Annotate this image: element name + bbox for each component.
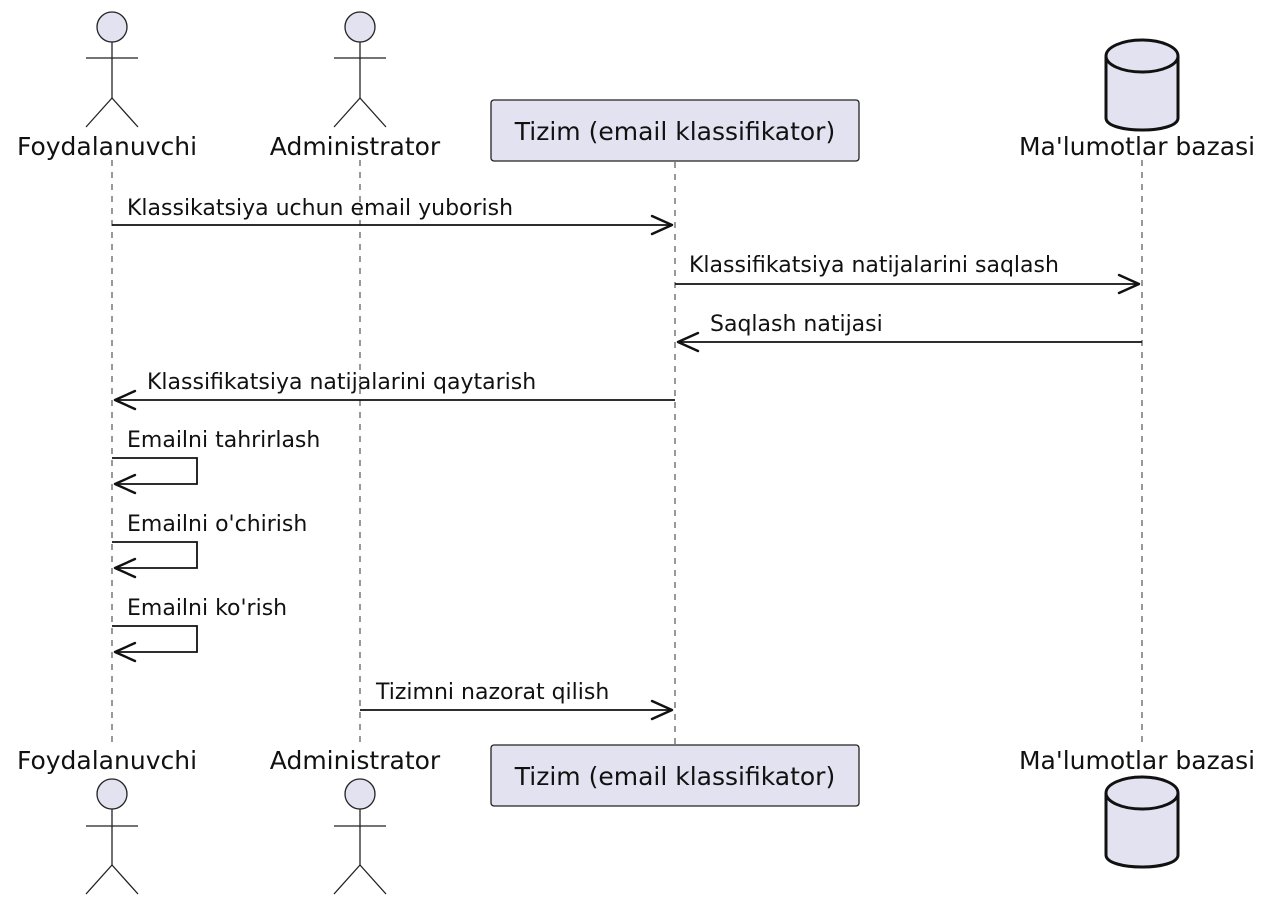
actor-foydalanuvchi-top: Foydalanuvchi: [17, 11, 197, 161]
participant-label: Ma'lumotlar bazasi: [1019, 746, 1255, 775]
arrowhead: [676, 331, 700, 353]
message-label: Emailni ko'rish: [127, 596, 287, 621]
participant-label: Administrator: [270, 132, 441, 161]
message-1: Klassikatsiya uchun email yuborish: [112, 196, 674, 236]
arrowhead: [1117, 273, 1141, 295]
database-baza-top: Ma'lumotlar bazasi: [1019, 38, 1255, 161]
message-4: Klassifikatsiya natijalarini qaytarish: [113, 370, 675, 411]
actor-icon: [333, 11, 387, 128]
arrowhead: [650, 699, 674, 721]
participant-label: Foydalanuvchi: [17, 746, 197, 775]
message-label: Emailni o'chirish: [127, 512, 307, 537]
message-6-self: Emailni o'chirish: [112, 512, 307, 579]
arrowhead: [113, 473, 137, 495]
actor-foydalanuvchi-bottom: Foydalanuvchi: [17, 746, 197, 895]
message-8: Tizimni nazorat qilish: [360, 680, 674, 721]
participant-label: Tizim (email klassifikator): [514, 762, 835, 791]
arrowhead: [113, 557, 137, 579]
message-label: Klassifikatsiya natijalarini qaytarish: [147, 370, 536, 395]
actor-icon: [85, 11, 139, 128]
message-label: Saqlash natijasi: [710, 312, 883, 337]
message-5-self: Emailni tahrirlash: [112, 428, 320, 495]
actor-administrator-bottom: Administrator: [270, 746, 441, 895]
database-icon: [1104, 775, 1180, 869]
arrowhead: [113, 641, 137, 663]
participant-tizim-top: Tizim (email klassifikator): [490, 99, 860, 162]
message-2: Klassifikatsiya natijalarini saqlash: [675, 253, 1141, 295]
actor-icon: [85, 778, 139, 895]
message-3: Saqlash natijasi: [676, 312, 1142, 353]
participant-label: Ma'lumotlar bazasi: [1019, 132, 1255, 161]
arrowhead: [113, 389, 137, 411]
message-label: Klassifikatsiya natijalarini saqlash: [689, 253, 1059, 278]
actor-icon: [333, 778, 387, 895]
participant-label: Foydalanuvchi: [17, 132, 197, 161]
participant-label: Administrator: [270, 746, 441, 775]
message-label: Tizimni nazorat qilish: [375, 680, 609, 705]
arrowhead: [650, 214, 674, 236]
database-baza-bottom: Ma'lumotlar bazasi: [1019, 746, 1255, 869]
participant-label: Tizim (email klassifikator): [514, 117, 835, 146]
message-7-self: Emailni ko'rish: [112, 596, 287, 663]
participant-tizim-bottom: Tizim (email klassifikator): [490, 744, 860, 807]
message-label: Emailni tahrirlash: [127, 428, 320, 453]
database-icon: [1104, 38, 1180, 132]
actor-administrator-top: Administrator: [270, 11, 441, 161]
message-label: Klassikatsiya uchun email yuborish: [127, 196, 513, 221]
